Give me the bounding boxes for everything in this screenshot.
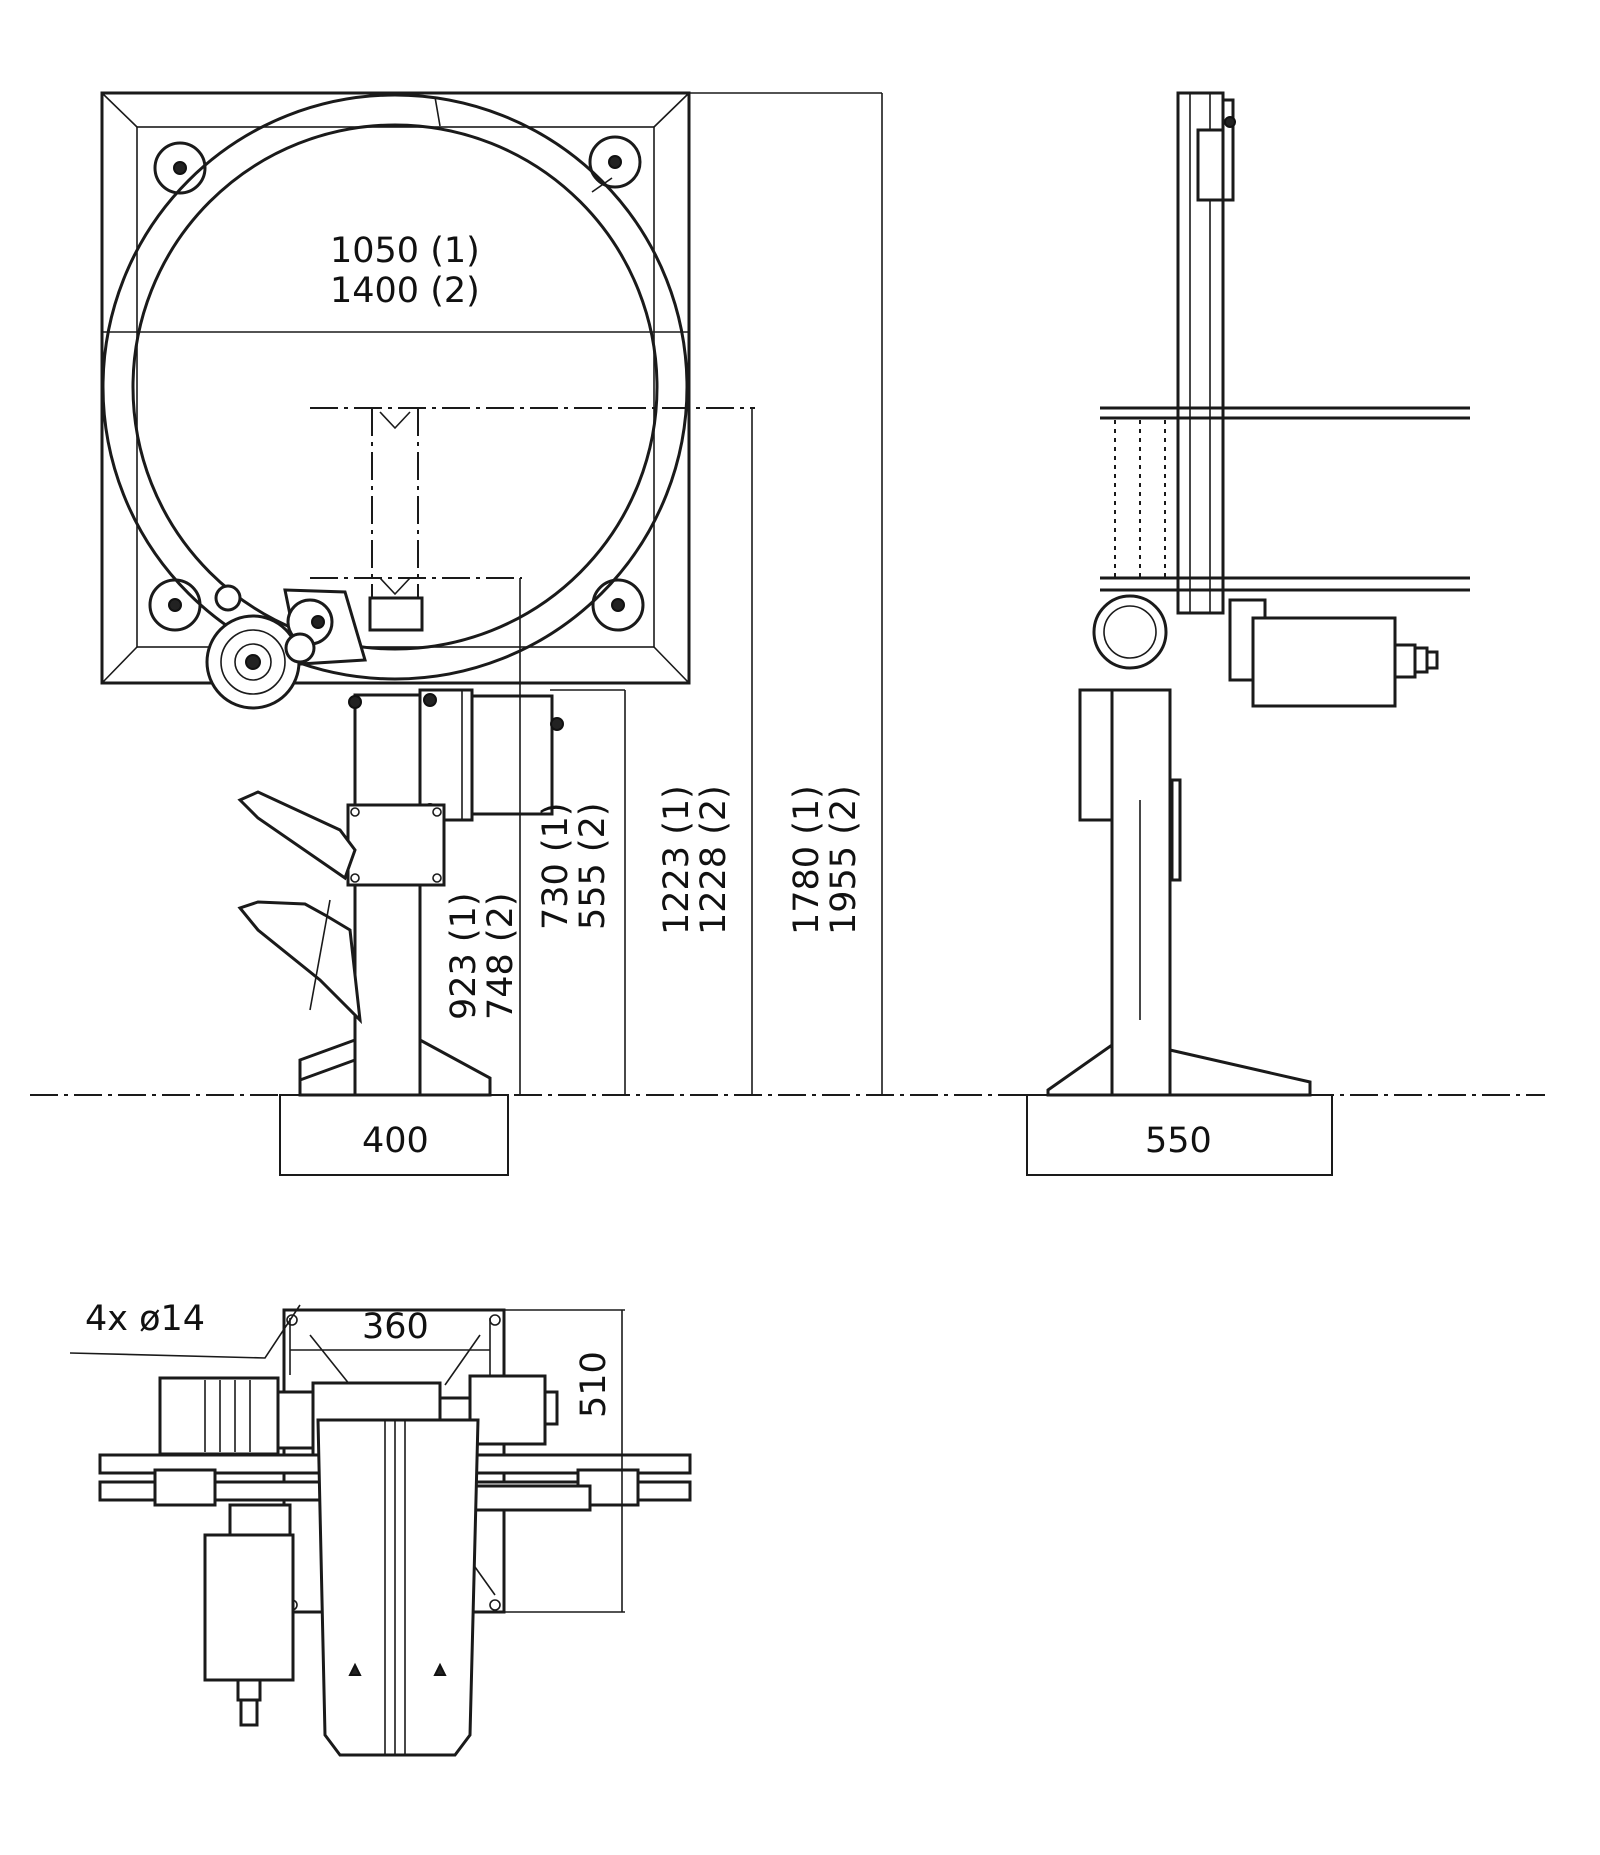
plan-motor — [158, 1376, 280, 1456]
feed-unit — [205, 584, 367, 710]
wrapping-ring-inner — [131, 123, 659, 651]
height-a-label-2: 748 (2) — [481, 892, 521, 1020]
side-base-width-label: 550 — [1145, 1121, 1212, 1161]
height-total-label-2: 1955 (2) — [824, 785, 864, 935]
front-frame-inner — [136, 126, 655, 648]
side-base — [1026, 1094, 1333, 1176]
front-base-width-label: 400 — [362, 1121, 429, 1161]
plan-depth-label: 510 — [574, 1351, 614, 1418]
height-a-label-1: 923 (1) — [444, 892, 484, 1020]
plan-width-label: 360 — [362, 1307, 429, 1347]
plan-column — [316, 1418, 480, 1757]
side-column — [1110, 688, 1172, 1097]
front-view — [100, 91, 755, 1176]
front-base — [279, 1094, 509, 1176]
height-total-label-1: 1780 (1) — [787, 785, 827, 935]
plan-view — [69, 1304, 692, 1757]
guide-chute — [237, 790, 362, 1025]
corner-roller-icon — [148, 135, 645, 632]
vertical-dimensions — [519, 92, 883, 1095]
front-column — [298, 688, 564, 1097]
ring-diameter-label-1: 1050 (1) — [330, 231, 480, 271]
hole-callout-label: 4x ø14 — [85, 1299, 205, 1339]
ring-diameter-label-2: 1400 (2) — [330, 271, 480, 311]
height-c-label-1: 1223 (1) — [657, 785, 697, 935]
side-motor — [1251, 616, 1397, 708]
height-b-label-1: 730 (1) — [536, 802, 576, 930]
height-c-label-2: 1228 (2) — [694, 785, 734, 935]
side-view — [1026, 91, 1470, 1176]
wrapping-ring-outer — [101, 93, 689, 681]
height-b-label-2: 555 (2) — [573, 802, 613, 930]
